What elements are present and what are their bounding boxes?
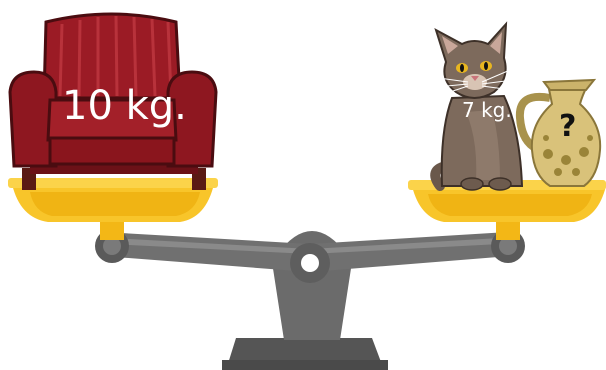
scale-base-cap (222, 360, 388, 370)
cat-pupil-right (484, 62, 488, 70)
left-pan (8, 178, 218, 240)
cat-weight-label: 7 kg. (462, 100, 512, 120)
scale-pivot-hole (301, 254, 319, 272)
balance-scale (95, 229, 525, 370)
right-pan-shade (428, 194, 592, 216)
jug-unknown-weight-label: ? (559, 112, 576, 142)
cat-pupil-left (460, 64, 464, 72)
armchair-weight-label: 10 kg. (62, 86, 187, 126)
armchair-front (50, 138, 174, 164)
left-pan-rim (8, 178, 218, 188)
left-pan-shade (30, 192, 200, 216)
cat-paw-left (461, 178, 483, 190)
jug-rim (544, 80, 594, 90)
cat-paw-right (489, 178, 511, 190)
